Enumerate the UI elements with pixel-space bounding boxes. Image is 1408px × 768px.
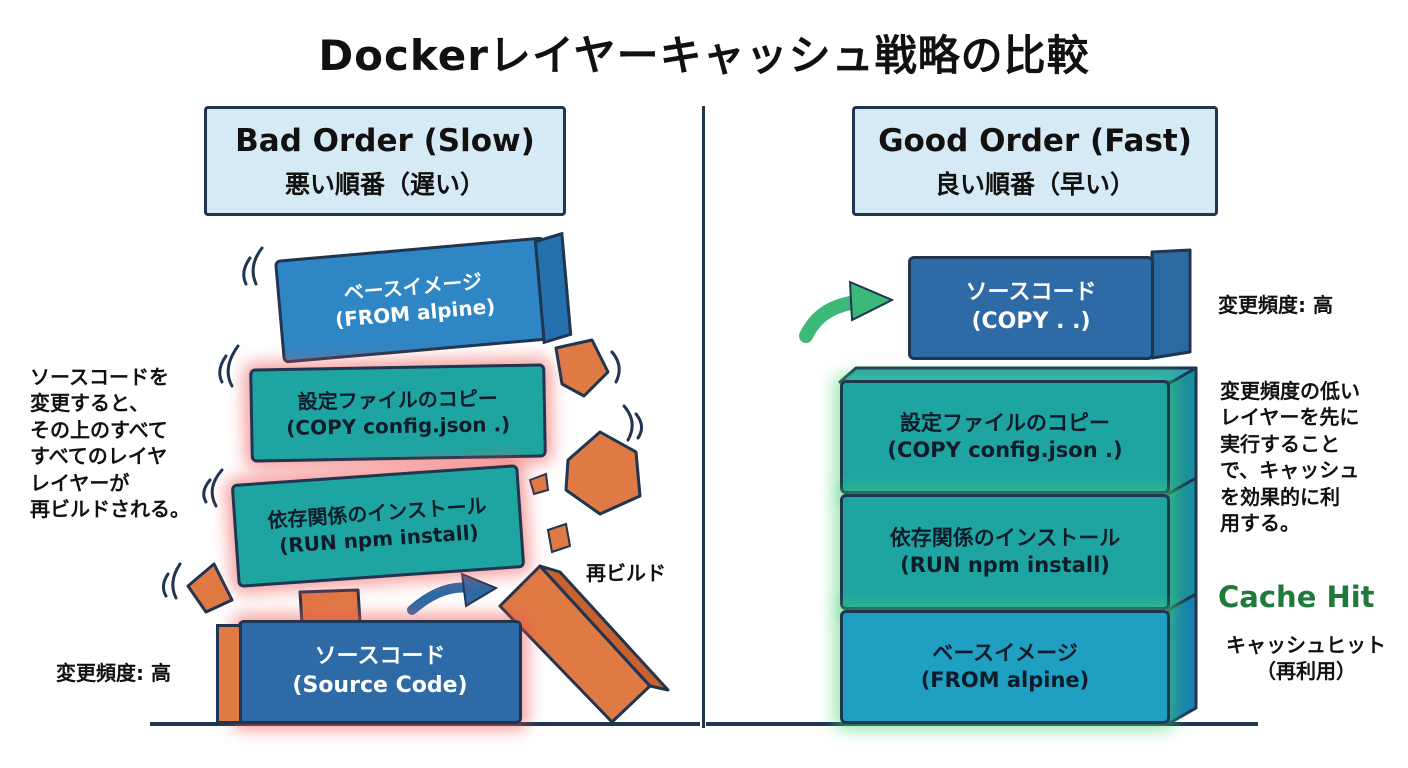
layer-name: 設定ファイルのコピー: [297, 386, 498, 414]
layer-command: (COPY config.json .): [286, 412, 511, 440]
stack-side-face: [1166, 592, 1198, 726]
layer-name: ベースイメージ: [932, 640, 1078, 665]
layer-name: 設定ファイルのコピー: [900, 410, 1110, 435]
layer-name: ソースコード: [965, 280, 1097, 306]
bad-order-header-ja: 悪い順番（遅い）: [284, 170, 485, 199]
center-divider: [702, 106, 705, 728]
bad-layer-base-image: ベースイメージ (FROM alpine): [273, 236, 555, 364]
layer-name: ソースコード: [314, 644, 446, 670]
good-layer-config-copy: 設定ファイルのコピー (COPY config.json .): [840, 380, 1170, 494]
debris-chunk: [554, 338, 610, 398]
falling-brick: [498, 564, 652, 724]
stack-side-face: [1166, 366, 1198, 496]
motion-line: [242, 256, 252, 286]
debris-chunk: [528, 472, 550, 496]
good-layer-source-code: ソースコード (COPY . .): [908, 256, 1154, 360]
page-title: Dockerレイヤーキャッシュ戦略の比較: [318, 31, 1090, 80]
good-layer-npm-install: 依存関係のインストール (RUN npm install): [840, 494, 1170, 610]
motion-line: [218, 354, 228, 384]
ground-line-left: [150, 722, 700, 726]
bad-layer-source-code: ソースコード (Source Code): [238, 620, 522, 724]
note-line: 実行すること: [1220, 431, 1340, 456]
layer-command: (COPY config.json .): [887, 438, 1123, 462]
note-line: ソースコードを: [30, 365, 169, 389]
layer-command: (COPY . .): [971, 309, 1091, 334]
note-line: 用する。: [1220, 510, 1300, 535]
cache-hit-description: キャッシュヒット （再利用）: [1216, 632, 1396, 685]
good-order-frequency: 変更頻度: 高: [1218, 293, 1333, 317]
stack-side-face: [1166, 476, 1198, 612]
bad-order-note: ソースコードを 変更すると、 その上のすべて すべてのレイヤ レイヤーが 再ビル…: [30, 364, 220, 522]
bad-order-header-en: Bad Order (Slow): [235, 123, 535, 159]
motion-line: [622, 404, 634, 442]
move-arrow-head: [848, 280, 895, 322]
motion-line: [226, 344, 240, 388]
rebuild-arrow-head: [460, 572, 499, 608]
layer-command: (FROM alpine): [920, 668, 1090, 692]
good-order-header-en: Good Order (Fast): [878, 123, 1192, 159]
good-order-header-ja: 良い順番（早い）: [934, 170, 1135, 199]
motion-line: [634, 412, 643, 440]
note-line: その上のすべて: [30, 417, 168, 442]
motion-line: [171, 562, 182, 600]
move-arrow-shaft: [799, 295, 865, 343]
note-line: 変更すると、: [30, 391, 150, 416]
debris-chunk: [546, 522, 572, 554]
bad-order-header: Bad Order (Slow) 悪い順番（遅い）: [204, 106, 566, 216]
good-layer-base-image: ベースイメージ (FROM alpine): [840, 610, 1170, 724]
note-line: 変更頻度の低い: [1220, 379, 1360, 403]
layer-command: (RUN npm install): [900, 553, 1110, 577]
bad-layer-source-code-side: [216, 624, 242, 724]
debris-chunk: [186, 562, 234, 614]
cache-hit-label: Cache Hit: [1218, 580, 1375, 614]
note-line: すべてのレイヤ: [30, 444, 168, 469]
source-block-side-face: [1150, 248, 1192, 360]
good-order-header: Good Order (Fast) 良い順番（早い）: [852, 106, 1218, 216]
debris-chunk: [564, 430, 642, 516]
cache-hit-line: （再利用）: [1256, 659, 1356, 684]
cache-hit-line: キャッシュヒット: [1226, 633, 1386, 657]
ground-line-right: [706, 722, 1258, 726]
note-line: 再ビルドされる。: [30, 496, 190, 521]
motion-line: [610, 350, 621, 384]
good-order-note: 変更頻度の低い レイヤーを先に 実行すること で、キャッシュ を効果的に利 用す…: [1220, 378, 1400, 536]
motion-line: [251, 246, 264, 286]
rebuild-label: 再ビルド: [586, 561, 666, 585]
note-line: を効果的に利: [1220, 484, 1340, 509]
bad-order-frequency: 変更頻度: 高: [56, 661, 171, 685]
note-line: レイヤーが: [30, 470, 130, 495]
layer-command: (Source Code): [292, 673, 468, 698]
note-line: レイヤーを先に: [1220, 405, 1360, 430]
rebuild-arrow-shaft: [407, 582, 475, 615]
debris-chunk: [298, 588, 362, 626]
note-line: で、キャッシュ: [1220, 458, 1360, 483]
bad-layer-npm-install: 依存関係のインストール (RUN npm install): [230, 464, 526, 588]
layer-name: 依存関係のインストール: [889, 525, 1121, 550]
motion-line: [161, 572, 170, 598]
bad-layer-config-copy: 設定ファイルのコピー (COPY config.json .): [249, 363, 547, 463]
